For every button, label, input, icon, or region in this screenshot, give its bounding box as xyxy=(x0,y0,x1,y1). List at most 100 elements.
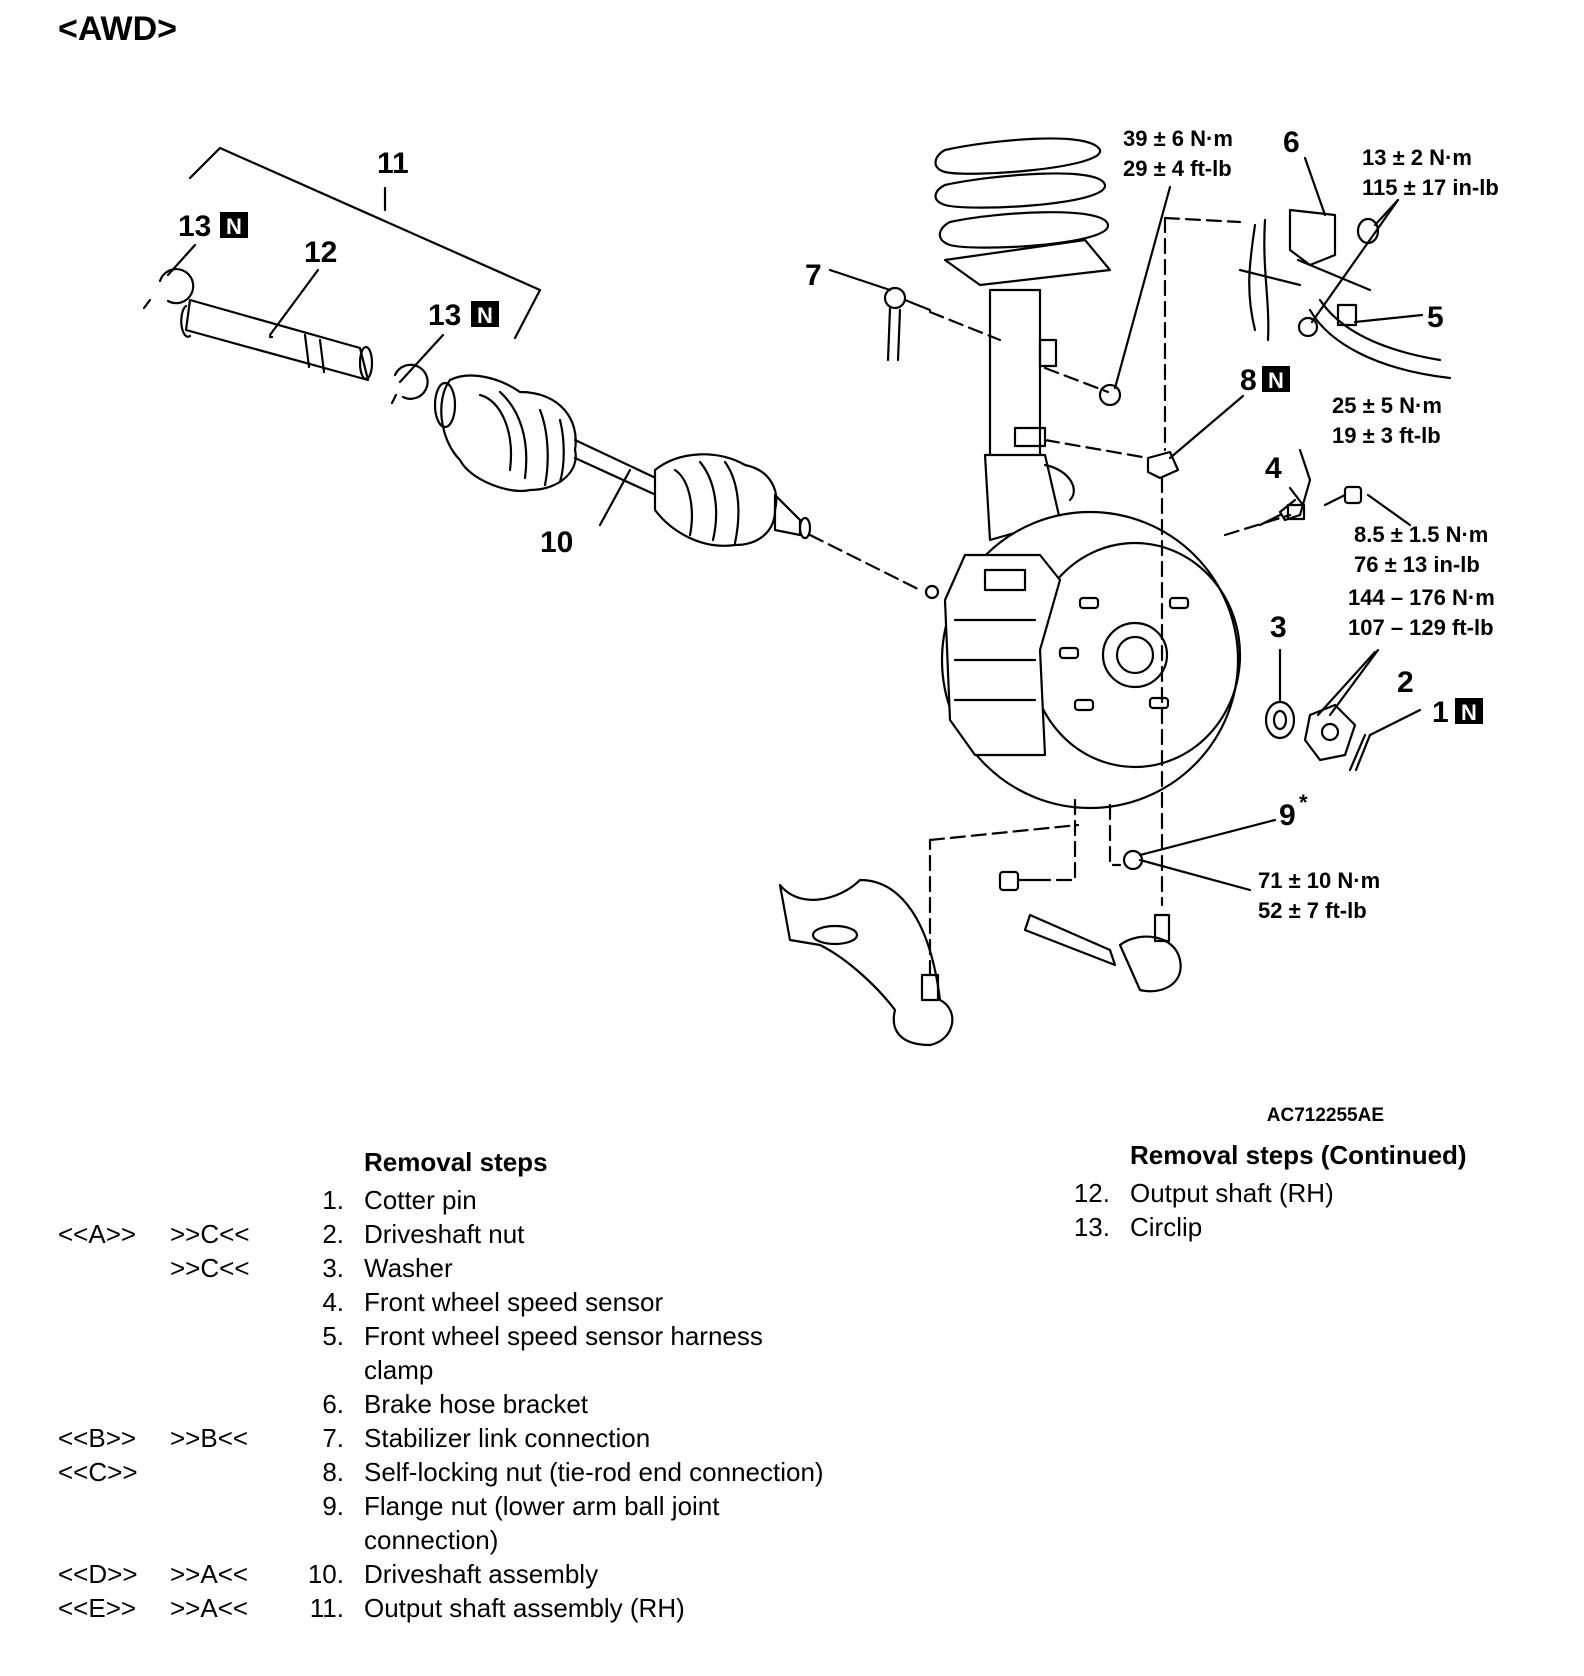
step-row: 12. Output shaft (RH) xyxy=(1025,1176,1545,1210)
torque-144: 144 – 176 N·m xyxy=(1348,585,1495,610)
new-part-mark: N xyxy=(226,214,242,239)
step-number: 5. xyxy=(322,1321,344,1351)
new-part-mark: N xyxy=(1268,368,1284,393)
steps-heading: Removal steps xyxy=(364,1147,548,1177)
callout-10: 10 xyxy=(540,526,573,559)
step-number: 7. xyxy=(322,1423,344,1453)
step-text: Brake hose bracket xyxy=(364,1389,589,1419)
step-number: 4. xyxy=(322,1287,344,1317)
new-part-mark: N xyxy=(1461,700,1477,725)
step-number: 6. xyxy=(322,1389,344,1419)
torque-76: 76 ± 13 in-lb xyxy=(1354,552,1480,577)
removal-steps-left: Removal steps 1.Cotter pin<<A>> >>C<< 2. Dr… xyxy=(58,1145,838,1625)
step-text: Driveshaft nut xyxy=(364,1219,525,1249)
new-part-mark: N xyxy=(477,303,493,328)
callout-13a: 13 xyxy=(178,210,211,243)
circlip-left xyxy=(142,268,195,310)
step-row: <<A>> >>C<< 2. Driveshaft nut xyxy=(58,1217,838,1251)
step-number: 10. xyxy=(307,1559,344,1589)
step-number: 2. xyxy=(322,1219,344,1249)
callout-7: 7 xyxy=(805,259,822,292)
step-ref-b xyxy=(170,1183,284,1217)
figure-code: AC712255AE xyxy=(1266,1105,1384,1126)
brake-caliper xyxy=(924,553,1062,757)
step-row: 1.Cotter pin xyxy=(58,1183,838,1217)
step-number: 3. xyxy=(322,1253,344,1283)
new-part-badge xyxy=(1262,366,1290,392)
step-number: 12. xyxy=(1073,1178,1110,1208)
callout-4: 4 xyxy=(1265,452,1282,485)
bolt-85 xyxy=(1323,485,1363,507)
torque-13: 13 ± 2 N·m xyxy=(1362,145,1472,170)
callout-6: 6 xyxy=(1283,126,1300,159)
step-ref-b xyxy=(170,1319,284,1387)
step-row: 6. Brake hose bracket xyxy=(58,1387,838,1421)
brake-hose-bracket xyxy=(1238,208,1452,380)
step-row: 4. Front wheel speed sensor xyxy=(58,1285,838,1319)
step-ref-a: <<A>> xyxy=(58,1219,137,1249)
torque-labels: 39 ± 6 N·m 29 ± 4 ft-lb 13 ± 2 N·m 115 ±… xyxy=(1123,126,1499,923)
step-row: 13.Circlip xyxy=(1025,1210,1545,1244)
lower-arm xyxy=(778,823,1080,1047)
step-text: Stabilizer link connection xyxy=(364,1423,651,1453)
step-text: Driveshaft assembly xyxy=(364,1559,599,1589)
step-ref-a xyxy=(58,1387,170,1421)
step-ref-a xyxy=(58,1251,170,1285)
step-ref-b xyxy=(170,1489,284,1557)
torque-85: 8.5 ± 1.5 N·m xyxy=(1354,522,1488,547)
torque-19: 19 ± 3 ft-lb xyxy=(1332,423,1441,448)
torque-115: 115 ± 17 in-lb xyxy=(1362,175,1499,200)
step-ref-a: <<C>> xyxy=(58,1457,138,1487)
step-number: 13. xyxy=(1073,1212,1110,1242)
step-ref-a xyxy=(58,1489,170,1557)
step-ref-a: <<E>> xyxy=(58,1593,137,1623)
circlip-right xyxy=(390,363,429,405)
removal-steps-right: Removal steps (Continued) 12.Output shaf… xyxy=(1025,1138,1545,1244)
step-row: <<B>>>>B<<7.Stabilizer link connection xyxy=(58,1421,838,1455)
callout-11: 11 xyxy=(377,147,409,180)
nut-39 xyxy=(1098,383,1122,407)
step-row: <<C>>8.Self-locking nut (tie-rod end con… xyxy=(58,1455,838,1489)
step-text: Washer xyxy=(364,1253,453,1283)
step-row: <<E>>>>A<<11.Output shaft assembly (RH) xyxy=(58,1591,838,1625)
step-text: Flange nut (lower arm ball joint connect… xyxy=(364,1491,720,1555)
step-text: Front wheel speed sensor xyxy=(364,1287,664,1317)
step-ref-b: >>C<< xyxy=(170,1219,250,1249)
step-ref-b: >>A<< xyxy=(170,1559,249,1589)
step-number: 11. xyxy=(309,1593,344,1623)
step-row: >>C<< 3. Washer xyxy=(58,1251,838,1285)
suspension-exploded-diagram: 11 13 N 12 13 N 10 7 6 5 8 N 4 3 2 1 N 9… xyxy=(142,126,1499,1047)
step-text: Output shaft (RH) xyxy=(1130,1178,1334,1208)
torque-25: 25 ± 5 N·m xyxy=(1332,393,1442,418)
step-ref-b xyxy=(170,1455,284,1489)
new-part-badge xyxy=(1455,698,1483,724)
step-ref-a xyxy=(58,1183,170,1217)
step-text: Front wheel speed sensor harness clamp xyxy=(364,1321,763,1385)
driveshaft-nut-2 xyxy=(1303,703,1357,762)
callout-2: 2 xyxy=(1397,666,1414,699)
torque-29: 29 ± 4 ft-lb xyxy=(1123,156,1232,181)
new-part-badge xyxy=(220,212,248,238)
torque-39: 39 ± 6 N·m xyxy=(1123,126,1233,151)
tie-rod-end xyxy=(1023,913,1182,993)
callout-3: 3 xyxy=(1270,611,1287,644)
callout-13b: 13 xyxy=(428,299,461,332)
step-ref-a xyxy=(58,1319,170,1387)
step-row: 9.Flange nut (lower arm ball joint conne… xyxy=(58,1489,838,1557)
step-ref-a: <<D>> xyxy=(58,1559,138,1589)
callout-8: 8 xyxy=(1240,364,1257,397)
page-title: <AWD> xyxy=(58,10,178,48)
step-text: Self-locking nut (tie-rod end connection… xyxy=(364,1457,824,1487)
step-text: Cotter pin xyxy=(364,1185,477,1215)
callout-9: 9 xyxy=(1279,799,1296,832)
callout-1: 1 xyxy=(1432,696,1449,729)
step-ref-b: >>C<< xyxy=(170,1253,250,1283)
new-part-badge xyxy=(471,301,499,327)
stabilizer-link xyxy=(883,286,932,362)
assembly-bracket xyxy=(188,146,542,340)
step-ref-b xyxy=(170,1285,284,1319)
callout-12: 12 xyxy=(304,236,337,269)
speed-sensor-4 xyxy=(1258,448,1312,527)
step-row: 5. Front wheel speed sensor harness clamp xyxy=(58,1319,838,1387)
torque-71: 71 ± 10 N·m xyxy=(1258,868,1380,893)
